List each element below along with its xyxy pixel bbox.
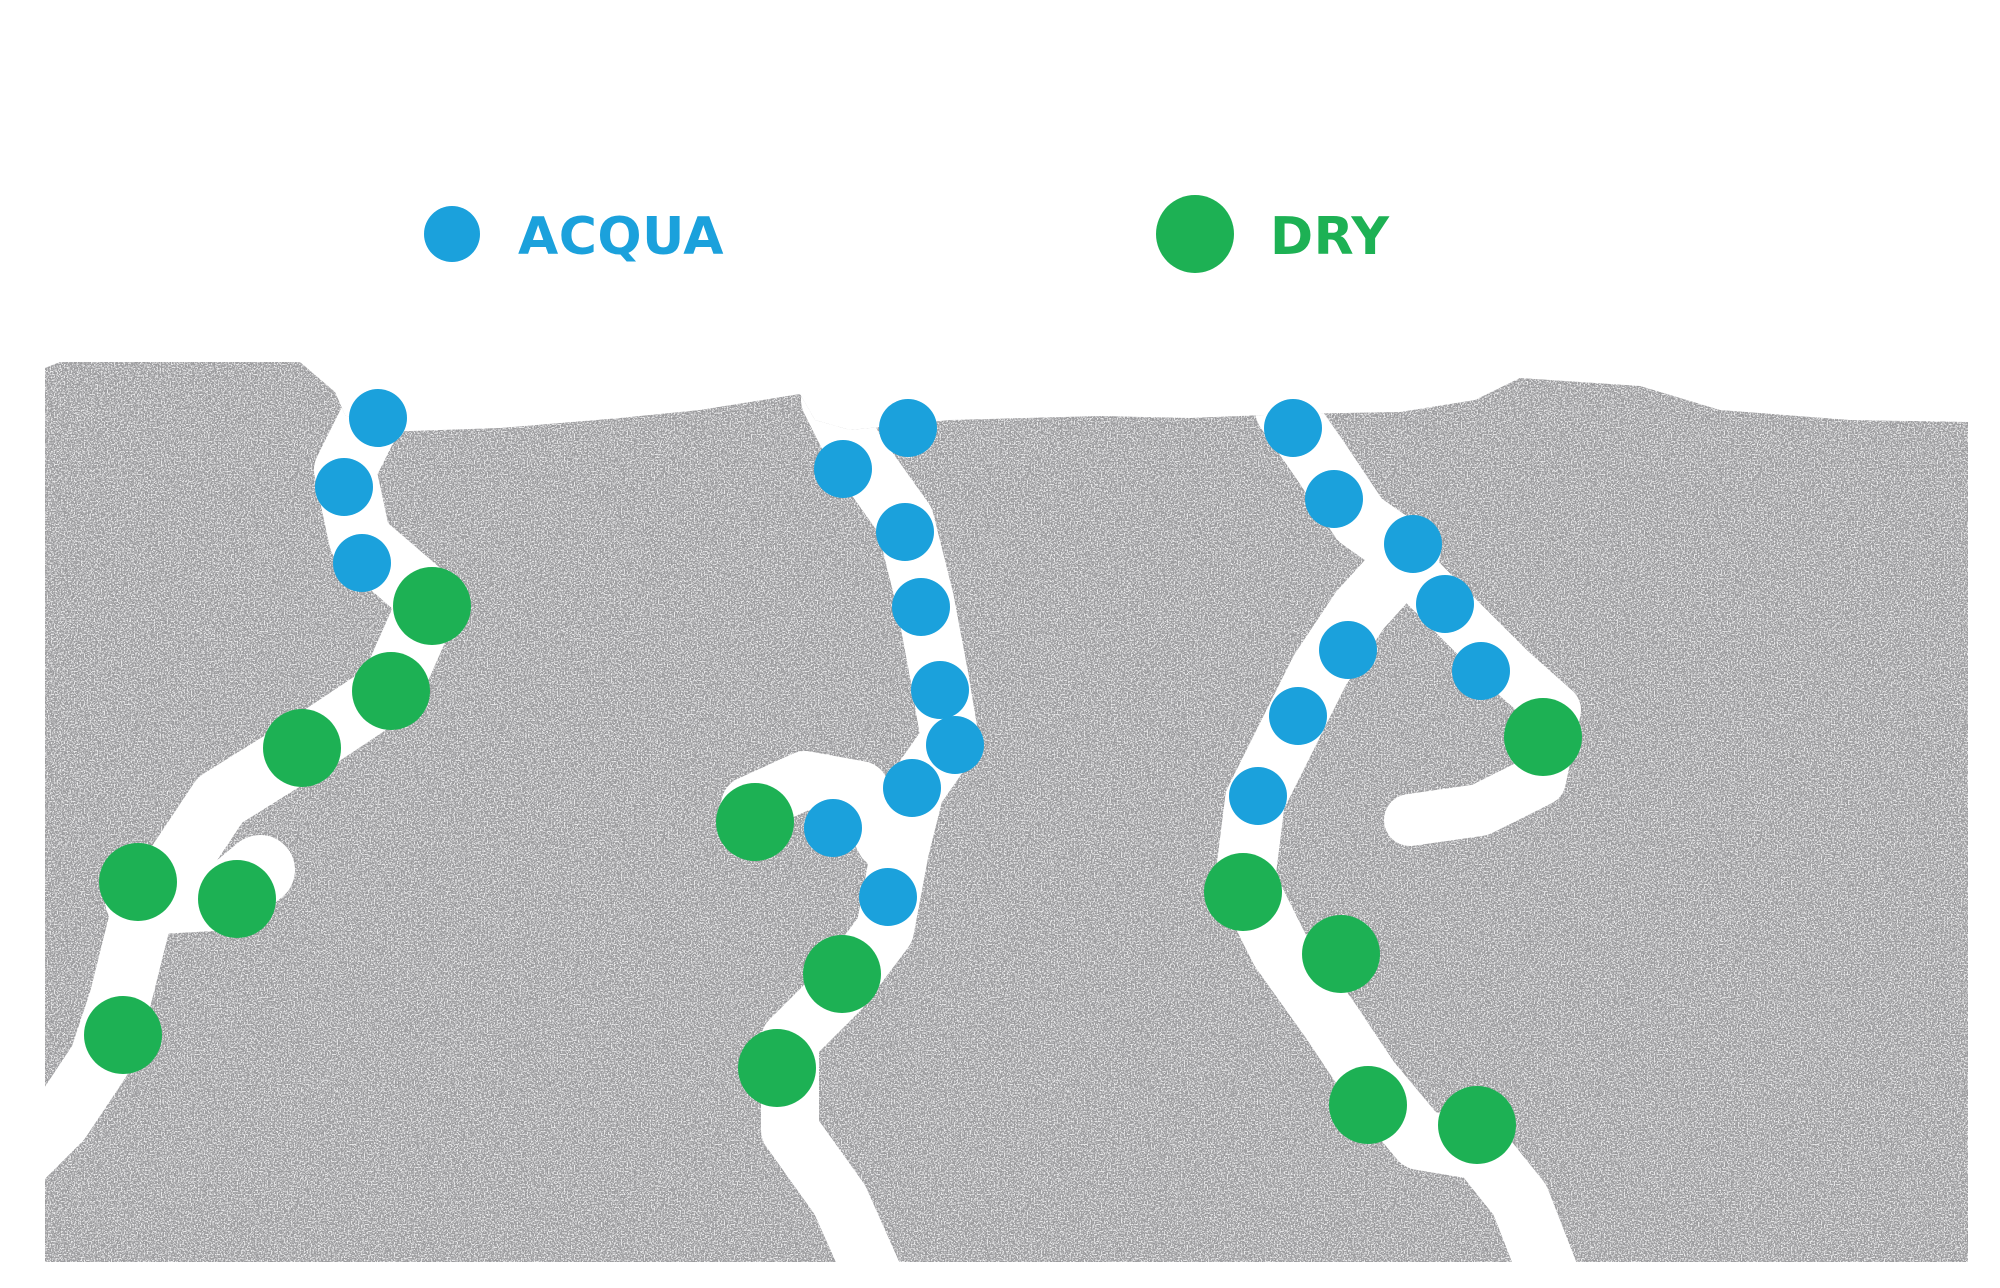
- green-particle-icon: [1156, 195, 1234, 273]
- dry-particle: [803, 935, 881, 1013]
- water-particle: [1305, 470, 1363, 528]
- water-particle: [1269, 687, 1327, 745]
- water-particle: [883, 759, 941, 817]
- dry-particle: [263, 709, 341, 787]
- water-particle: [349, 389, 407, 447]
- dry-particle: [99, 843, 177, 921]
- legend-label-water: ACQUA: [518, 207, 724, 267]
- dry-particle: [1438, 1086, 1516, 1164]
- water-particle: [814, 440, 872, 498]
- water-particle: [1416, 575, 1474, 633]
- water-particle: [876, 503, 934, 561]
- dry-particle: [1204, 853, 1282, 931]
- water-particle: [926, 716, 984, 774]
- dry-particle: [1504, 698, 1582, 776]
- water-particle: [911, 661, 969, 719]
- dry-particle: [352, 652, 430, 730]
- water-particle: [892, 578, 950, 636]
- legend: ACQUA DRY: [424, 195, 1390, 273]
- dry-particle: [198, 860, 276, 938]
- dry-particle: [716, 783, 794, 861]
- dry-particle: [393, 567, 471, 645]
- dry-particle: [1329, 1066, 1407, 1144]
- dry-particle: [84, 996, 162, 1074]
- water-particle: [315, 458, 373, 516]
- water-particle: [1319, 621, 1377, 679]
- dry-particle: [1302, 915, 1380, 993]
- dry-particle: [738, 1029, 816, 1107]
- water-particle: [1384, 515, 1442, 573]
- water-particle: [1229, 767, 1287, 825]
- water-particle: [333, 534, 391, 592]
- water-particle: [1264, 399, 1322, 457]
- legend-item-dry: DRY: [1156, 195, 1390, 273]
- legend-label-dry: DRY: [1270, 207, 1390, 267]
- blue-particle-icon: [424, 206, 480, 262]
- water-particle: [879, 399, 937, 457]
- water-particle: [1452, 642, 1510, 700]
- water-particle: [859, 868, 917, 926]
- water-particle: [804, 799, 862, 857]
- porous-material: [45, 362, 1968, 1262]
- water-particles: [315, 389, 1510, 926]
- dry-particles: [84, 567, 1582, 1164]
- legend-item-water: ACQUA: [424, 206, 724, 267]
